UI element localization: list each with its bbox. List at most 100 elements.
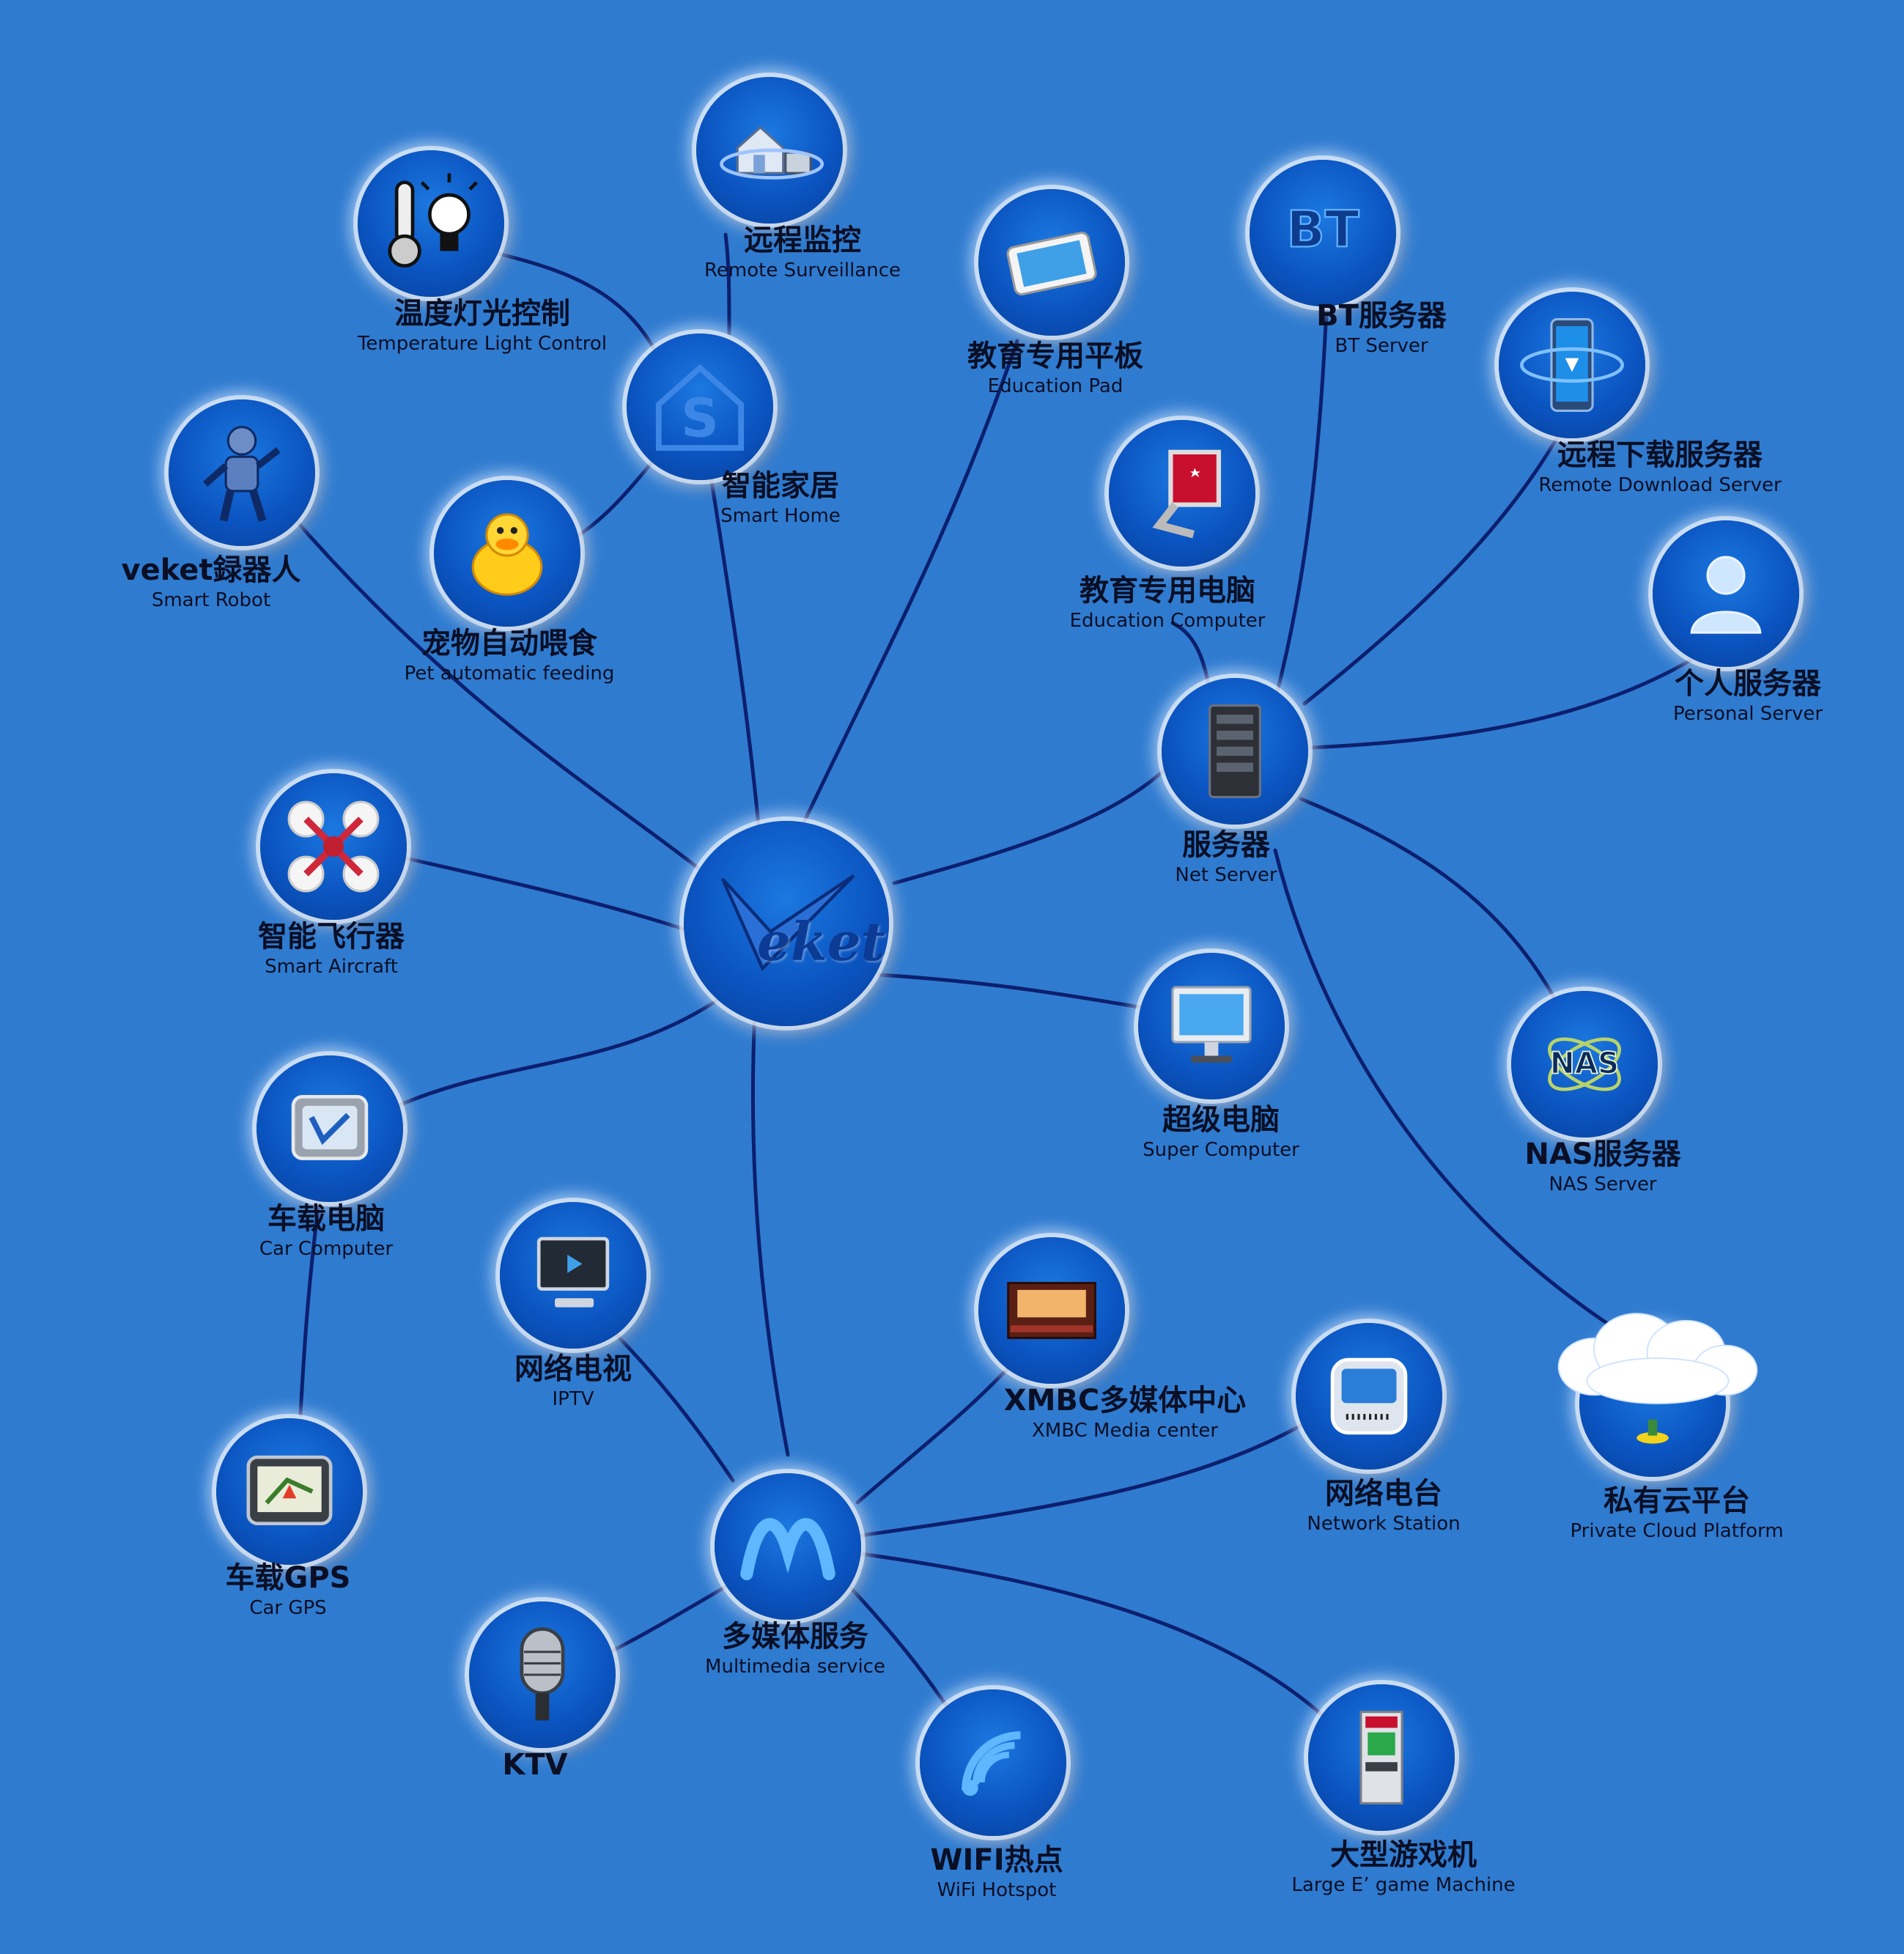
phone-download-icon (1520, 318, 1624, 412)
arcade-icon (1359, 1711, 1403, 1804)
game-machine-en: Large E’ game Machine (1291, 1874, 1516, 1896)
smart-aircraft-circle (260, 773, 407, 920)
remote-surveillance-label: 远程监控 Remote Surveillance (704, 224, 901, 282)
bt-logo-text: BT (1286, 201, 1359, 259)
education-computer-en: Education Computer (1069, 610, 1266, 632)
smart-home-en: Smart Home (720, 505, 841, 527)
personal-server-circle (1653, 520, 1799, 667)
ktv-zh: KTV (502, 1748, 568, 1782)
net-server-circle (1162, 678, 1308, 825)
pet-feeding-en: Pet automatic feeding (404, 663, 615, 685)
net-server-en: Net Server (1175, 864, 1277, 886)
super-computer-circle (1138, 953, 1285, 1099)
bt-server-en: BT Server (1335, 335, 1428, 357)
thermometer-bulb-icon (388, 173, 479, 268)
smart-home-zh: 智能家居 (721, 469, 839, 503)
link-hub-car-computer (394, 987, 735, 1109)
super-computer-label: 超级电脑 Super Computer (1143, 1103, 1299, 1162)
veket-logo-icon (720, 874, 855, 971)
car-computer-zh: 车载电脑 (267, 1202, 385, 1236)
car-computer-en: Car Computer (259, 1238, 394, 1260)
link-server-cloud (1273, 848, 1626, 1336)
link-server-nas (1299, 797, 1556, 999)
cinema-icon (1007, 1282, 1096, 1339)
remote-surveillance-circle (696, 77, 843, 224)
smart-robot-en: Smart Robot (151, 589, 271, 611)
network-station-zh: 网络电台 (1324, 1477, 1442, 1511)
link-smart-home-temp-light (492, 251, 658, 354)
link-hub-smart-robot (287, 511, 706, 874)
multimedia-en: Multimedia service (705, 1656, 885, 1678)
remote-download-zh: 远程下载服务器 (1557, 438, 1763, 472)
temp-light-en: Temperature Light Control (357, 333, 608, 355)
iptv-zh: 网络电视 (514, 1352, 632, 1386)
education-computer-label: 教育专用电脑 Education Computer (1070, 574, 1266, 633)
nas-server-en: NAS Server (1549, 1173, 1657, 1195)
game-machine-circle (1308, 1684, 1455, 1831)
personal-server-zh: 个人服务器 (1675, 667, 1821, 701)
car-gps-zh: 车载GPS (225, 1561, 351, 1595)
smart-robot-zh: veket録器人 (121, 553, 301, 587)
tv-icon (536, 1236, 610, 1308)
link-multimedia-wifi (844, 1581, 955, 1717)
smart-aircraft-en: Smart Aircraft (265, 956, 398, 978)
ktv-label: KTV (502, 1748, 567, 1782)
personal-server-label: 个人服务器 Personal Server (1673, 667, 1823, 726)
private-cloud-zh: 私有云平台 (1604, 1484, 1750, 1518)
car-gps-label: 车载GPS Car GPS (226, 1561, 351, 1620)
monitor-icon (1171, 986, 1252, 1063)
network-station-circle (1296, 1323, 1442, 1470)
link-server-bt (1273, 306, 1329, 702)
ktv-circle (469, 1601, 616, 1748)
education-computer-zh: 教育专用电脑 (1080, 574, 1255, 608)
car-gps-circle (216, 1418, 363, 1565)
pet-feeding-zh: 宠物自动喂食 (421, 627, 597, 660)
iptv-en: IPTV (552, 1388, 594, 1410)
bt-server-zh: BT服务器 (1316, 299, 1447, 333)
nas-server-circle: NAS (1511, 991, 1658, 1138)
smart-aircraft-zh: 智能飞行器 (258, 920, 405, 954)
network-station-en: Network Station (1307, 1513, 1461, 1535)
game-machine-zh: 大型游戏机 (1329, 1838, 1477, 1872)
link-multimedia-network-station (859, 1423, 1303, 1538)
link-server-education-computer (1170, 621, 1211, 691)
duck-icon (471, 513, 543, 596)
drone-icon (287, 800, 380, 893)
net-server-zh: 服务器 (1181, 828, 1270, 862)
link-car-computer-gps (298, 1200, 321, 1417)
link-multimedia-xmbc (855, 1346, 1028, 1505)
car-gps-en: Car GPS (249, 1597, 327, 1619)
personal-server-en: Personal Server (1672, 703, 1823, 725)
iptv-circle (500, 1202, 646, 1349)
smart-home-circle: S (627, 333, 773, 480)
gps-device-icon (246, 1455, 333, 1526)
bt-logo-icon: BT (1285, 200, 1360, 260)
private-cloud-label: 私有云平台 Private Cloud Platform (1570, 1484, 1783, 1543)
education-computer-circle (1109, 420, 1255, 567)
pet-feeding-label: 宠物自动喂食 Pet automatic feeding (405, 627, 615, 685)
iptv-label: 网络电视 IPTV (514, 1352, 632, 1411)
temp-light-circle (358, 150, 504, 297)
xmbc-en: XMBC Media center (1031, 1420, 1219, 1442)
smart-home-label: 智能家居 Smart Home (720, 469, 841, 528)
wifi-label: WIFI热点 WiFi Hotspot (930, 1843, 1063, 1902)
remote-download-circle (1499, 292, 1645, 438)
svg-text:S: S (681, 388, 719, 449)
remote-download-en: Remote Download Server (1538, 474, 1782, 496)
net-server-label: 服务器 Net Server (1175, 828, 1277, 887)
wifi-icon (962, 1731, 1021, 1796)
car-computer-label: 车载电脑 Car Computer (259, 1202, 393, 1261)
link-multimedia-game (859, 1552, 1329, 1721)
xmbc-label: XMBC多媒体中心 XMBC Media center (1004, 1384, 1247, 1442)
remote-surveillance-zh: 远程监控 (743, 224, 861, 257)
computer-arm-icon (1152, 449, 1222, 539)
nas-server-zh: NAS服务器 (1524, 1138, 1681, 1171)
link-multimedia-ktv (606, 1585, 728, 1655)
robot-icon (202, 426, 281, 523)
multimedia-zh: 多媒体服务 (722, 1620, 868, 1653)
super-computer-en: Super Computer (1143, 1139, 1299, 1161)
link-hub-multimedia (750, 1009, 790, 1457)
link-server-remote-download (1302, 416, 1571, 706)
xmbc-circle (978, 1237, 1125, 1384)
